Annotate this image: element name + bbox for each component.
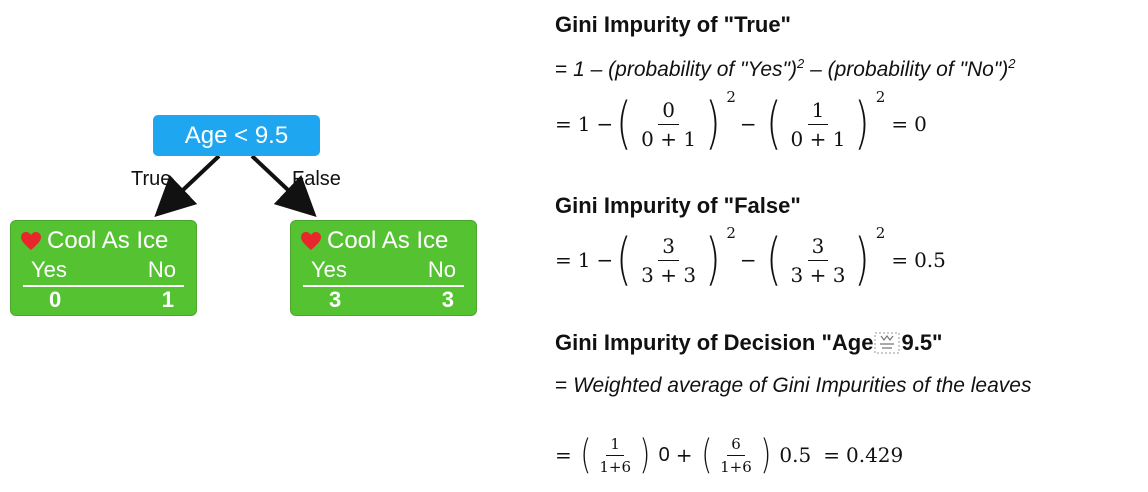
fraction: 0 0 + 1 bbox=[637, 98, 700, 151]
fraction-numerator: 3 bbox=[658, 234, 679, 261]
formula-exp: 2 bbox=[1008, 56, 1016, 71]
plus-sign: + bbox=[675, 443, 693, 467]
heart-icon bbox=[21, 232, 41, 250]
formula-exp: 2 bbox=[796, 56, 805, 71]
true-section-title: Gini Impurity of "True" bbox=[555, 12, 791, 37]
false-section-title: Gini Impurity of "False" bbox=[555, 193, 801, 218]
formula-equals: = bbox=[555, 58, 568, 81]
fraction-denominator: 3 + 3 bbox=[790, 262, 846, 287]
edge-true-arrow bbox=[154, 154, 221, 217]
fraction-numerator: 6 bbox=[727, 435, 745, 456]
leaf-title-text: Cool As Ice bbox=[47, 227, 169, 254]
decision-title-prefix: Gini Impurity of Decision "Age bbox=[555, 330, 874, 355]
leaf-value: 0 bbox=[658, 443, 670, 466]
fraction-denominator: 3 + 3 bbox=[641, 262, 697, 287]
decision-section-title: Gini Impurity of Decision "Age 9.5" bbox=[555, 330, 942, 356]
formula-term-no: (probability of "No") bbox=[827, 58, 1009, 81]
leaf-yes-label: Yes bbox=[31, 257, 67, 282]
leaf-no-value: 3 bbox=[441, 287, 454, 312]
squared-fraction: ( 1 0 + 1 ) 2 bbox=[765, 88, 886, 156]
leaf-no-value: 1 bbox=[161, 287, 174, 312]
root-node-label: Age < 9.5 bbox=[184, 121, 289, 149]
decision-title-suffix: 9.5" bbox=[901, 330, 943, 355]
formula-minus: – bbox=[810, 58, 822, 81]
leaf-divider bbox=[303, 285, 464, 287]
glitch-glyph-icon bbox=[874, 332, 900, 354]
formula-one: 1 – bbox=[573, 58, 603, 81]
eq-minus: − bbox=[739, 112, 757, 136]
leaf-title: Cool As Ice bbox=[19, 227, 168, 255]
leaf-divider bbox=[23, 285, 184, 287]
leaf-no-label: No bbox=[427, 257, 456, 282]
prose-text: Weighted average of Gini Impurities of t… bbox=[573, 374, 1032, 397]
result-value: 0 bbox=[914, 112, 927, 136]
fraction-denominator: 1+6 bbox=[720, 457, 752, 476]
eq-minus: − bbox=[596, 112, 614, 136]
exponent: 2 bbox=[726, 224, 736, 242]
weight-fraction: ( 1 1+6 ) bbox=[580, 432, 651, 478]
leaf-title-text: Cool As Ice bbox=[327, 227, 449, 254]
eq-minus: − bbox=[596, 248, 614, 272]
fraction: 6 1+6 bbox=[716, 435, 756, 476]
edge-false-arrow bbox=[250, 154, 317, 217]
exponent: 2 bbox=[875, 224, 886, 242]
edge-true-label: True bbox=[131, 168, 172, 190]
leaf-title: Cool As Ice bbox=[299, 227, 448, 255]
leaf-value: 0.5 bbox=[779, 443, 812, 467]
false-equation: = 1 − ( 3 3 + 3 ) 2 − ( 3 3 + 3 ) 2 = 0.… bbox=[555, 224, 946, 296]
leaf-true: Cool As Ice Yes No 0 1 bbox=[10, 220, 197, 316]
eq-sign: = bbox=[555, 443, 572, 467]
eq-sign: = bbox=[555, 248, 572, 272]
squared-fraction: ( 3 3 + 3 ) 2 bbox=[765, 224, 886, 292]
prose-equals: = bbox=[555, 374, 568, 397]
decision-tree: Age < 9.5 True False Cool As Ice Yes No … bbox=[0, 0, 520, 492]
true-equation: = 1 − ( 0 0 + 1 ) 2 − ( 1 0 + 1 ) 2 = 0 bbox=[555, 88, 927, 160]
leaf-yes-value: 0 bbox=[49, 287, 62, 312]
root-node: Age < 9.5 bbox=[153, 115, 320, 156]
fraction-numerator: 1 bbox=[807, 98, 829, 125]
leaf-yes-label: Yes bbox=[311, 257, 347, 282]
exponent: 2 bbox=[875, 88, 886, 106]
fraction-denominator: 0 + 1 bbox=[790, 126, 846, 151]
leaf-false: Cool As Ice Yes No 3 3 bbox=[290, 220, 477, 316]
fraction: 3 3 + 3 bbox=[637, 234, 700, 287]
fraction-numerator: 0 bbox=[658, 98, 679, 125]
fraction-denominator: 0 + 1 bbox=[641, 126, 697, 151]
result-value: 0.5 bbox=[914, 248, 946, 272]
eq-sign: = bbox=[555, 112, 572, 136]
gini-formula-text: = 1 – (probability of "Yes")2 – (probabi… bbox=[555, 56, 1015, 82]
fraction: 3 3 + 3 bbox=[787, 234, 850, 287]
result-equals: = bbox=[823, 443, 840, 467]
heart-icon bbox=[301, 232, 321, 250]
exponent: 2 bbox=[726, 88, 736, 106]
decision-equation: = ( 1 1+6 ) 0 + ( 6 1+6 ) 0.5 = 0.429 bbox=[555, 426, 903, 484]
result-value: 0.429 bbox=[845, 443, 904, 467]
eq-one: 1 bbox=[577, 248, 591, 272]
fraction-denominator: 1+6 bbox=[599, 457, 632, 476]
squared-fraction: ( 0 0 + 1 ) 2 bbox=[616, 88, 736, 156]
leaf-yes-value: 3 bbox=[329, 287, 342, 312]
edge-false-label: False bbox=[292, 168, 341, 190]
fraction-numerator: 3 bbox=[807, 234, 829, 261]
result-equals: = bbox=[891, 248, 909, 272]
eq-one: 1 bbox=[577, 112, 591, 136]
decision-prose: = Weighted average of Gini Impurities of… bbox=[555, 374, 1031, 398]
leaf-no-label: No bbox=[147, 257, 176, 282]
formula-term-yes: (probability of "Yes") bbox=[608, 58, 797, 81]
fraction-numerator: 1 bbox=[606, 435, 624, 456]
fraction: 1 1+6 bbox=[595, 435, 635, 476]
weight-fraction: ( 6 1+6 ) bbox=[700, 432, 772, 478]
squared-fraction: ( 3 3 + 3 ) 2 bbox=[616, 224, 736, 292]
tree-edges bbox=[154, 154, 317, 217]
fraction: 1 0 + 1 bbox=[787, 98, 850, 151]
result-equals: = bbox=[891, 112, 909, 136]
eq-minus: − bbox=[739, 248, 757, 272]
